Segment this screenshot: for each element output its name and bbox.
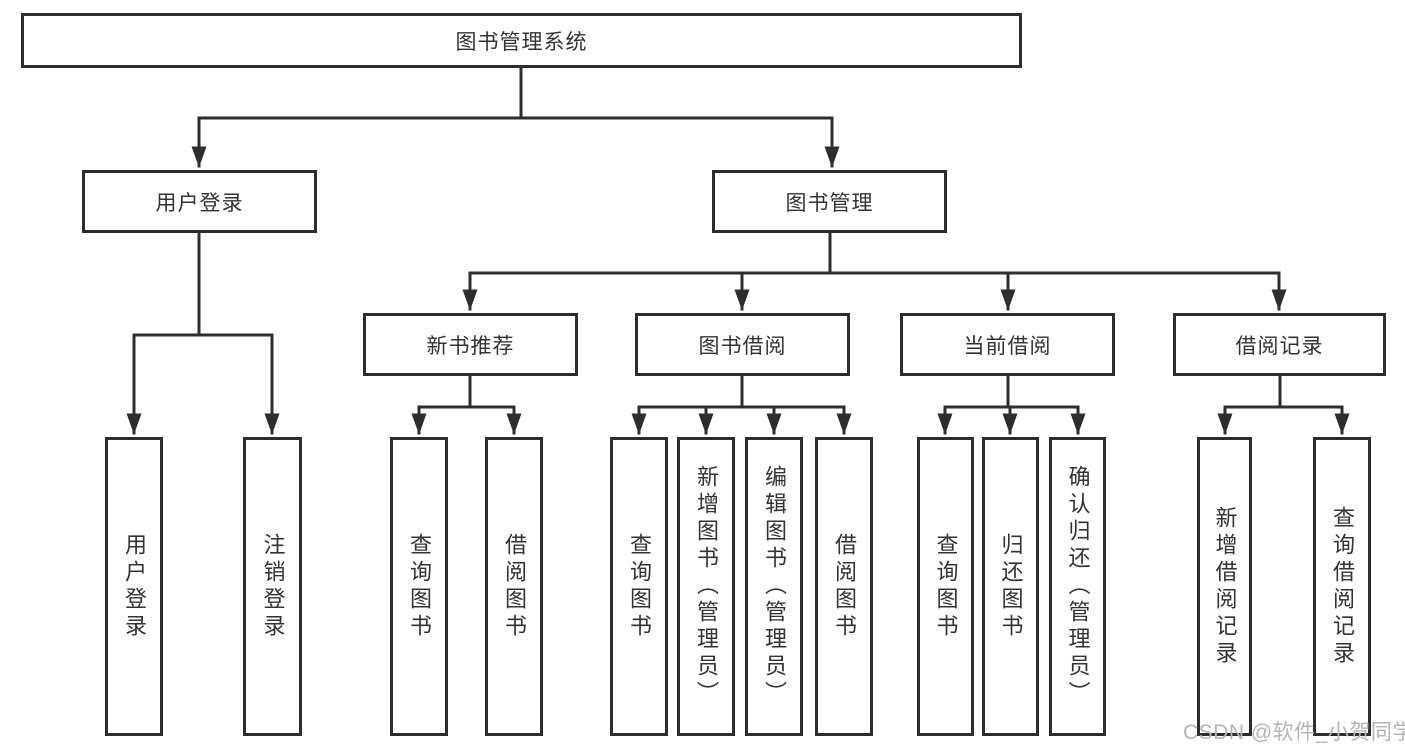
connector-root-bus	[197, 66, 834, 120]
csdn-watermark: CSDN @软件_小贺同学	[1183, 721, 1405, 744]
leaf-logout: 注销登录	[243, 437, 302, 736]
leaf-borrow-add-books-admin-label: 新增图书（管理员）	[694, 465, 719, 708]
leaf-user-login: 用户登录	[105, 437, 163, 736]
node-library-system: 图书管理系统	[21, 13, 1022, 68]
leaf-current-query-books: 查询图书	[917, 437, 974, 736]
node-user-login: 用户登录	[82, 170, 317, 233]
node-new-book-recommend: 新书推荐	[363, 313, 578, 376]
leaf-borrow-query-books: 查询图书	[610, 437, 668, 736]
node-book-management: 图书管理	[712, 170, 947, 233]
leaf-records-add-record: 新增借阅记录	[1197, 437, 1252, 736]
leaf-newbook-query-books-label: 查询图书	[407, 532, 432, 641]
leaf-current-query-books-label: 查询图书	[933, 532, 959, 641]
connector-userlogin-bus	[132, 231, 274, 337]
connector-bookmgmt-bus	[468, 231, 1281, 275]
node-book-management-label: 图书管理	[785, 191, 874, 215]
leaf-current-return-books: 归还图书	[982, 437, 1039, 736]
leaf-records-add-record-label: 新增借阅记录	[1212, 505, 1238, 668]
leaf-newbook-borrow-books-label: 借阅图书	[502, 532, 527, 641]
connector-currentborrow-bus	[943, 374, 1080, 409]
node-user-login-label: 用户登录	[155, 191, 244, 215]
node-new-book-recommend-label: 新书推荐	[426, 334, 515, 358]
leaf-borrow-add-books-admin: 新增图书（管理员）	[677, 437, 735, 736]
leaf-newbook-borrow-books: 借阅图书	[485, 437, 543, 736]
node-borrow-records: 借阅记录	[1173, 313, 1386, 376]
node-library-system-label: 图书管理系统	[455, 30, 588, 54]
node-current-borrowing-label: 当前借阅	[963, 334, 1052, 358]
leaf-borrow-borrow-books-label: 借阅图书	[832, 532, 857, 641]
connector-newbook-bus	[417, 374, 516, 409]
leaf-newbook-query-books: 查询图书	[390, 437, 448, 736]
connector-records-bus	[1223, 374, 1344, 409]
leaf-records-query-record: 查询借阅记录	[1313, 437, 1371, 736]
node-book-borrowing-label: 图书借阅	[698, 334, 787, 358]
leaf-current-confirm-return-admin-label: 确认归还（管理员）	[1065, 465, 1091, 708]
leaf-borrow-edit-books-admin-label: 编辑图书（管理员）	[762, 465, 787, 708]
node-book-borrowing: 图书借阅	[635, 313, 850, 376]
connector-bookborrow-bus	[637, 374, 846, 409]
leaf-records-query-record-label: 查询借阅记录	[1330, 505, 1355, 668]
leaf-borrow-edit-books-admin: 编辑图书（管理员）	[745, 437, 803, 736]
leaf-borrow-borrow-books: 借阅图书	[815, 437, 873, 736]
node-current-borrowing: 当前借阅	[900, 313, 1115, 376]
leaf-borrow-query-books-label: 查询图书	[627, 532, 652, 641]
leaf-current-confirm-return-admin: 确认归还（管理员）	[1049, 437, 1106, 736]
node-borrow-records-label: 借阅记录	[1235, 334, 1324, 358]
leaf-current-return-books-label: 归还图书	[998, 532, 1024, 641]
leaf-user-login-label: 用户登录	[122, 532, 147, 641]
leaf-logout-label: 注销登录	[260, 532, 286, 641]
